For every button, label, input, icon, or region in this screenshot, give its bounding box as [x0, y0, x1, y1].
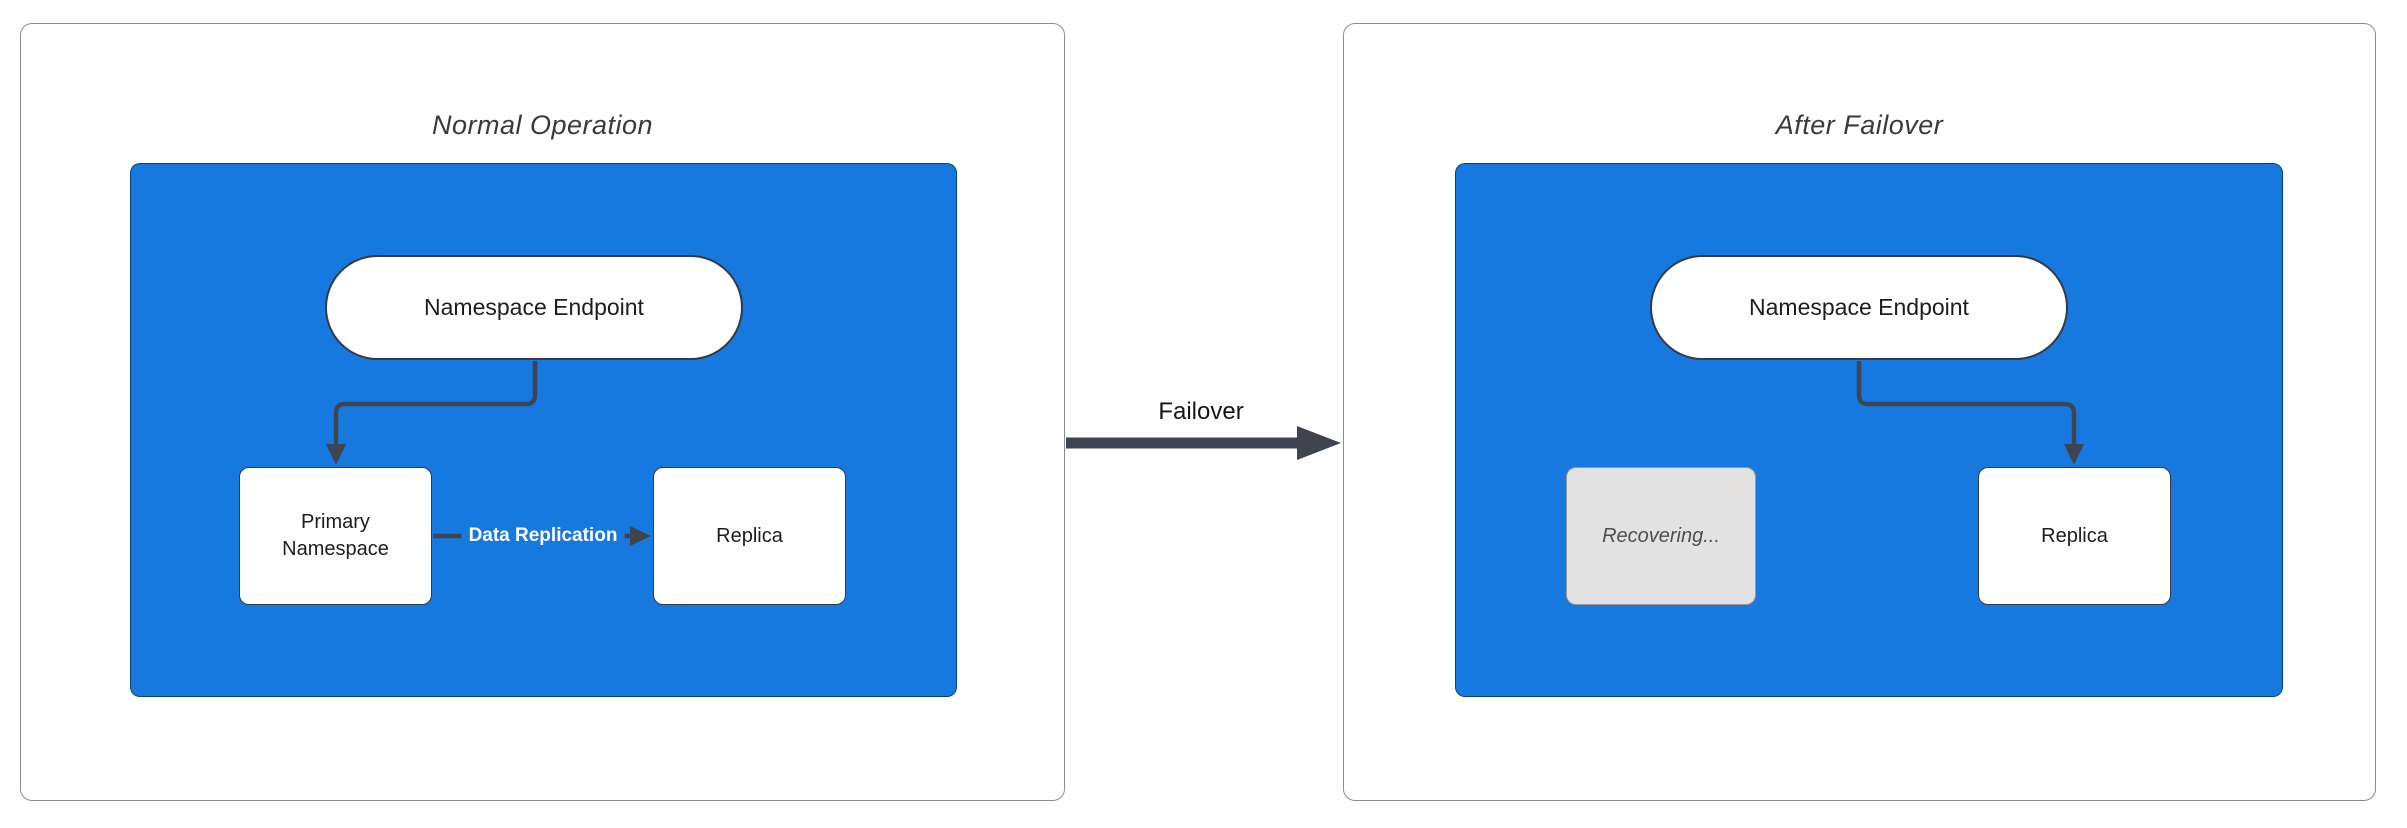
cluster-after-failover [1455, 163, 2283, 697]
edge-label-failover: Failover [1150, 398, 1252, 426]
node-label: Primary Namespace [282, 511, 389, 560]
node-label: Namespace Endpoint [424, 294, 644, 320]
node-primary-namespace: Primary Namespace [239, 467, 432, 605]
node-replica-normal: Replica [653, 467, 846, 605]
node-label: Recovering... [1602, 524, 1720, 547]
node-label: Replica [2041, 524, 2108, 547]
arrowhead-failover [1297, 426, 1341, 460]
panel-title-after-failover: After Failover [1775, 110, 1944, 140]
node-recovering: Recovering... [1566, 467, 1756, 605]
panel-title-normal-operation: Normal Operation [431, 110, 654, 140]
node-namespace-endpoint-normal: Namespace Endpoint [325, 255, 743, 360]
cluster-normal-operation [130, 163, 957, 697]
node-label: Namespace Endpoint [1749, 294, 1969, 320]
node-replica-after: Replica [1978, 467, 2171, 605]
node-namespace-endpoint-after: Namespace Endpoint [1650, 255, 2068, 360]
edge-label-data-replication: Data Replication [461, 523, 625, 549]
node-label: Replica [716, 524, 783, 547]
